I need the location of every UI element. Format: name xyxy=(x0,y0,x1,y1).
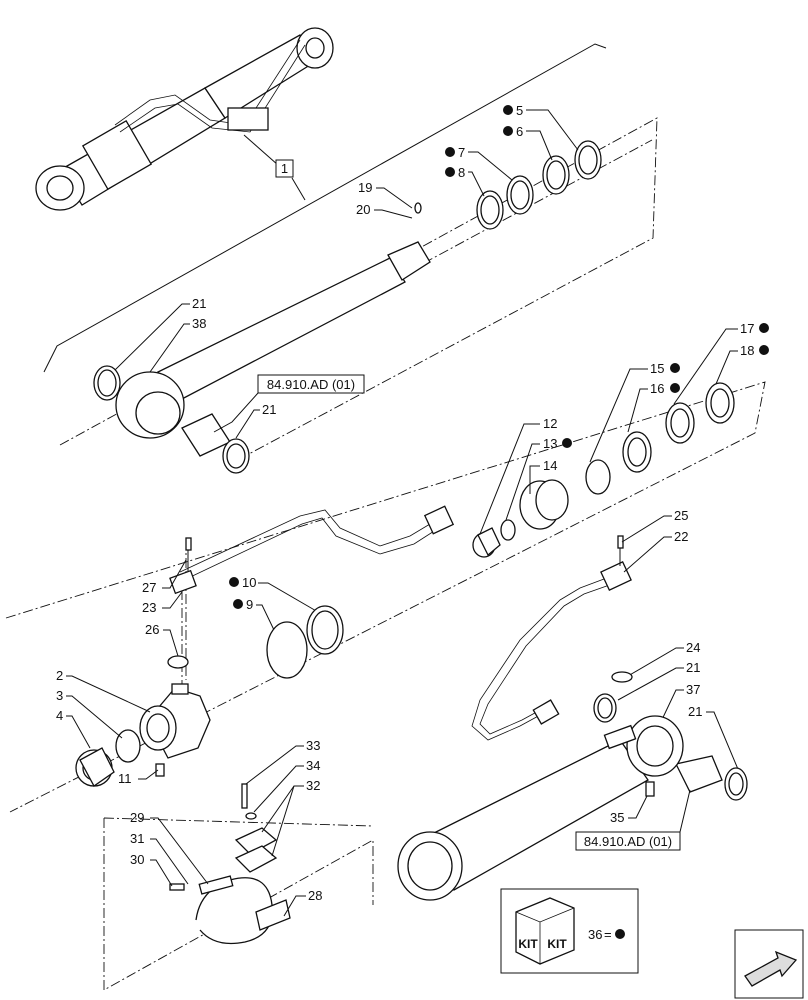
piston-parts xyxy=(472,382,735,558)
callout-5: 5 xyxy=(516,103,523,118)
kit-marker xyxy=(562,438,572,448)
middle-callouts: 12 13 14 15 16 17 18 27 23 10 9 26 xyxy=(142,321,769,657)
kit-marker xyxy=(445,167,455,177)
kit-legend: KIT KIT 36 = xyxy=(500,888,639,974)
kit-marker xyxy=(615,929,625,939)
middle-seal-rings xyxy=(167,605,344,679)
callout-26: 26 xyxy=(145,622,159,637)
assembly-bracket: 1 xyxy=(43,43,607,373)
ref-box-lower[interactable] xyxy=(575,831,681,851)
kit-marker xyxy=(233,599,243,609)
callout-30: 30 xyxy=(130,852,144,867)
kit-marker xyxy=(759,345,769,355)
kit-marker xyxy=(670,363,680,373)
cylinder-barrel xyxy=(397,715,684,901)
kit-word-right: KIT xyxy=(547,937,567,951)
callout-7: 7 xyxy=(458,145,465,160)
upper-seal-rings xyxy=(93,140,602,474)
callout-20: 20 xyxy=(356,202,370,217)
callout-38: 38 xyxy=(192,316,206,331)
clamp-callouts: 33 34 32 29 31 30 28 xyxy=(130,738,322,917)
lower-tube-pipe xyxy=(471,535,632,741)
callout-11: 11 xyxy=(118,771,132,786)
ref-lower[interactable]: 84.910.AD (01) xyxy=(584,834,672,849)
kit-marker xyxy=(670,383,680,393)
callout-16: 16 xyxy=(650,381,664,396)
callout-1: 1 xyxy=(281,161,288,176)
left-callouts: 2 3 4 11 xyxy=(56,668,159,786)
callout-34: 34 xyxy=(306,758,320,773)
callout-6: 6 xyxy=(516,124,523,139)
kit-word-left: KIT xyxy=(518,937,538,951)
clamp-assembly xyxy=(169,783,291,945)
ref-upper[interactable]: 84.910.AD (01) xyxy=(267,377,355,392)
callout-3: 3 xyxy=(56,688,63,703)
kit-equals: = xyxy=(604,927,612,942)
callout-2: 2 xyxy=(56,668,63,683)
callout-19: 19 xyxy=(358,180,372,195)
callout-24: 24 xyxy=(686,640,700,655)
kit-marker xyxy=(229,577,239,587)
navigation-arrow-icon[interactable] xyxy=(734,929,804,999)
callout-12: 12 xyxy=(543,416,557,431)
callout-21-d: 21 xyxy=(688,704,702,719)
upper-callouts: 5 6 7 8 19 20 21 38 21 84.910.AD (01) xyxy=(114,103,579,439)
callout-21-a: 21 xyxy=(192,296,206,311)
callout-21-c: 21 xyxy=(686,660,700,675)
ref-lower-leader xyxy=(679,789,691,833)
kit-marker xyxy=(759,323,769,333)
callout-27: 27 xyxy=(142,580,156,595)
callout-10: 10 xyxy=(242,575,256,590)
callout-31: 31 xyxy=(130,831,144,846)
cylinder-assembly-overview xyxy=(35,27,334,211)
upper-tube-pipe xyxy=(169,505,455,595)
callout-32: 32 xyxy=(306,778,320,793)
callout-18: 18 xyxy=(740,343,754,358)
callout-29: 29 xyxy=(130,810,144,825)
kit-number: 36 xyxy=(588,927,602,942)
callout-21-b: 21 xyxy=(262,402,276,417)
callout-9: 9 xyxy=(246,597,253,612)
callout-15: 15 xyxy=(650,361,664,376)
callout-17: 17 xyxy=(740,321,754,336)
cylinder-head xyxy=(75,683,211,787)
lower-right-rings xyxy=(593,671,748,801)
lower-right-callouts: 25 22 24 21 37 21 35 xyxy=(610,508,741,825)
callout-4: 4 xyxy=(56,708,63,723)
piston-rod xyxy=(115,202,431,439)
callout-25: 25 xyxy=(674,508,688,523)
callout-22: 22 xyxy=(674,529,688,544)
kit-marker xyxy=(503,126,513,136)
callout-8: 8 xyxy=(458,165,465,180)
callout-37: 37 xyxy=(686,682,700,697)
callout-14: 14 xyxy=(543,458,557,473)
callout-13: 13 xyxy=(543,436,557,451)
kit-marker xyxy=(503,105,513,115)
ref-box-upper[interactable] xyxy=(257,374,365,394)
middle-frame xyxy=(5,381,766,813)
callout-35: 35 xyxy=(610,810,624,825)
callout-28: 28 xyxy=(308,888,322,903)
kit-marker xyxy=(445,147,455,157)
callout-33: 33 xyxy=(306,738,320,753)
callout-23: 23 xyxy=(142,600,156,615)
